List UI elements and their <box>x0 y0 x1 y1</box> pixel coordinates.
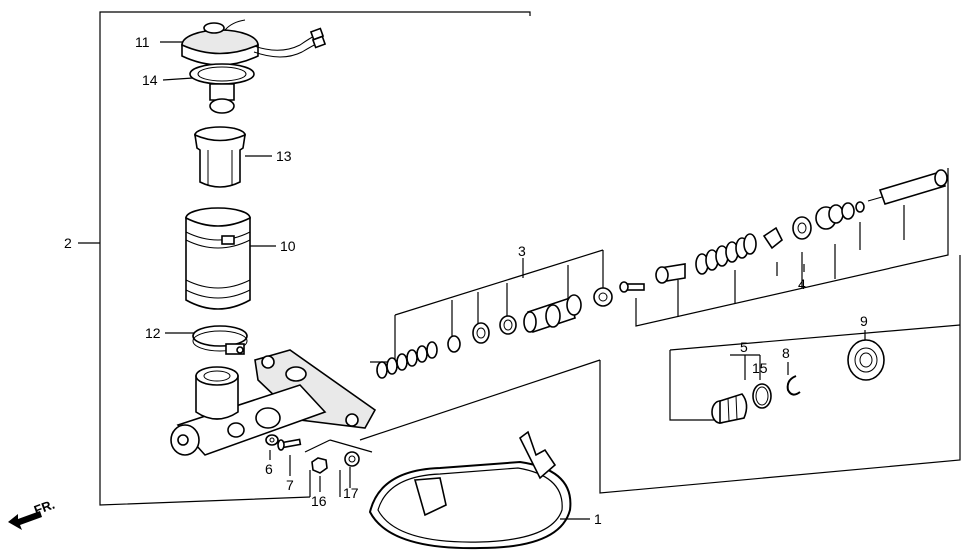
cup-4e <box>792 216 812 240</box>
reservoir-tank <box>185 207 251 310</box>
front-direction-arrow-icon: FR. <box>8 497 57 530</box>
part-label-8: 8 <box>782 345 790 361</box>
pin-4a <box>619 281 645 293</box>
part-label-12: 12 <box>145 325 161 341</box>
oring-4g <box>855 201 865 213</box>
part-label-3: 3 <box>518 243 526 259</box>
hardware-bolt-7 <box>277 438 302 451</box>
part-label-6: 6 <box>265 461 273 477</box>
reservoir-seal-and-float <box>189 63 255 114</box>
reservoir-cap-with-sensor <box>181 19 327 66</box>
part-label-15: 15 <box>752 360 768 376</box>
part-label-11: 11 <box>135 34 150 50</box>
part-label-1: 1 <box>594 511 602 527</box>
part-label-5: 5 <box>740 339 748 355</box>
reservoir-strainer <box>193 126 247 188</box>
retainer-4d <box>762 226 784 250</box>
secondary-piston-4f <box>815 202 855 230</box>
piston-seal-3e <box>593 287 613 307</box>
part-label-4: 4 <box>798 276 806 292</box>
part-label-9: 9 <box>860 313 868 329</box>
part-label-13: 13 <box>276 148 292 164</box>
oil-seal-9 <box>847 339 885 381</box>
part-label-14: 14 <box>142 72 158 88</box>
reservoir-hose-1 <box>368 430 572 550</box>
hardware-nut-16 <box>311 457 328 474</box>
part-label-17: 17 <box>343 485 359 501</box>
hardware-washer-6 <box>265 434 279 446</box>
piston-washer-3a <box>447 335 461 353</box>
spring-seat-4b <box>655 263 686 284</box>
push-rod-4h <box>867 169 948 205</box>
boot-5 <box>711 393 748 424</box>
piston-cup-3b <box>472 322 490 344</box>
direction-label: FR. <box>32 497 57 518</box>
hardware-washer-17 <box>344 451 360 467</box>
part-labels: 11 14 13 2 10 12 6 7 16 17 3 4 5 15 8 9 … <box>64 34 868 527</box>
piston-ring-3c <box>499 315 517 335</box>
part-label-10: 10 <box>280 238 296 254</box>
hose-clamp <box>192 325 248 355</box>
part-label-2: 2 <box>64 235 72 251</box>
part-label-7: 7 <box>286 477 294 493</box>
master-cylinder-body <box>170 349 377 456</box>
snap-ring-15 <box>752 383 772 409</box>
piston-3d <box>523 294 582 334</box>
return-spring-4c <box>695 233 757 275</box>
leader-lines <box>78 11 961 520</box>
piston-spring-3 <box>376 341 438 379</box>
part-label-16: 16 <box>311 493 327 509</box>
circlip-8 <box>786 375 801 396</box>
